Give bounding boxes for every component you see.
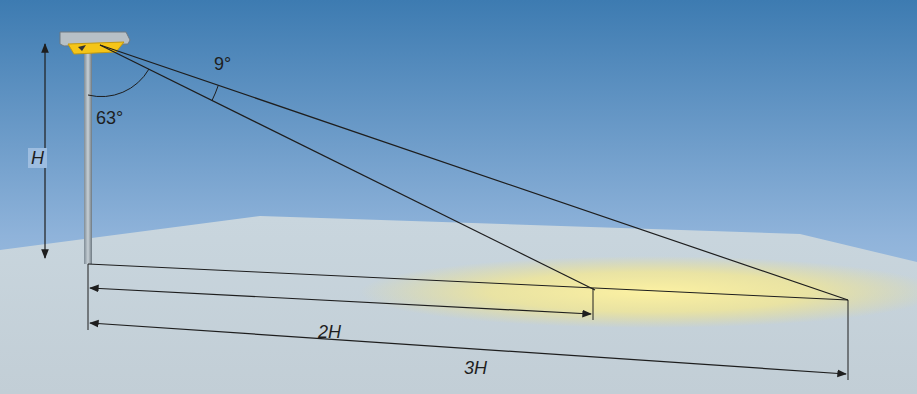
dimension-tick [848,300,849,380]
angle-label: 63° [96,108,123,128]
dimension-tick [88,264,89,330]
lamp-pointer [78,45,86,51]
lamp-pole [84,44,92,264]
angle-arc [88,69,149,97]
beam-line [100,45,595,290]
angle-label: 9° [214,54,231,74]
ground-line [88,264,848,300]
dimension-arrow [90,288,591,314]
dimension-tick [593,288,594,320]
angle-arc [212,85,218,100]
dimension-label: 3H [464,358,487,378]
height-label: H [28,148,47,168]
dimension-label: 2H [318,322,341,342]
light-pool [360,256,917,328]
beam-line [100,45,848,300]
